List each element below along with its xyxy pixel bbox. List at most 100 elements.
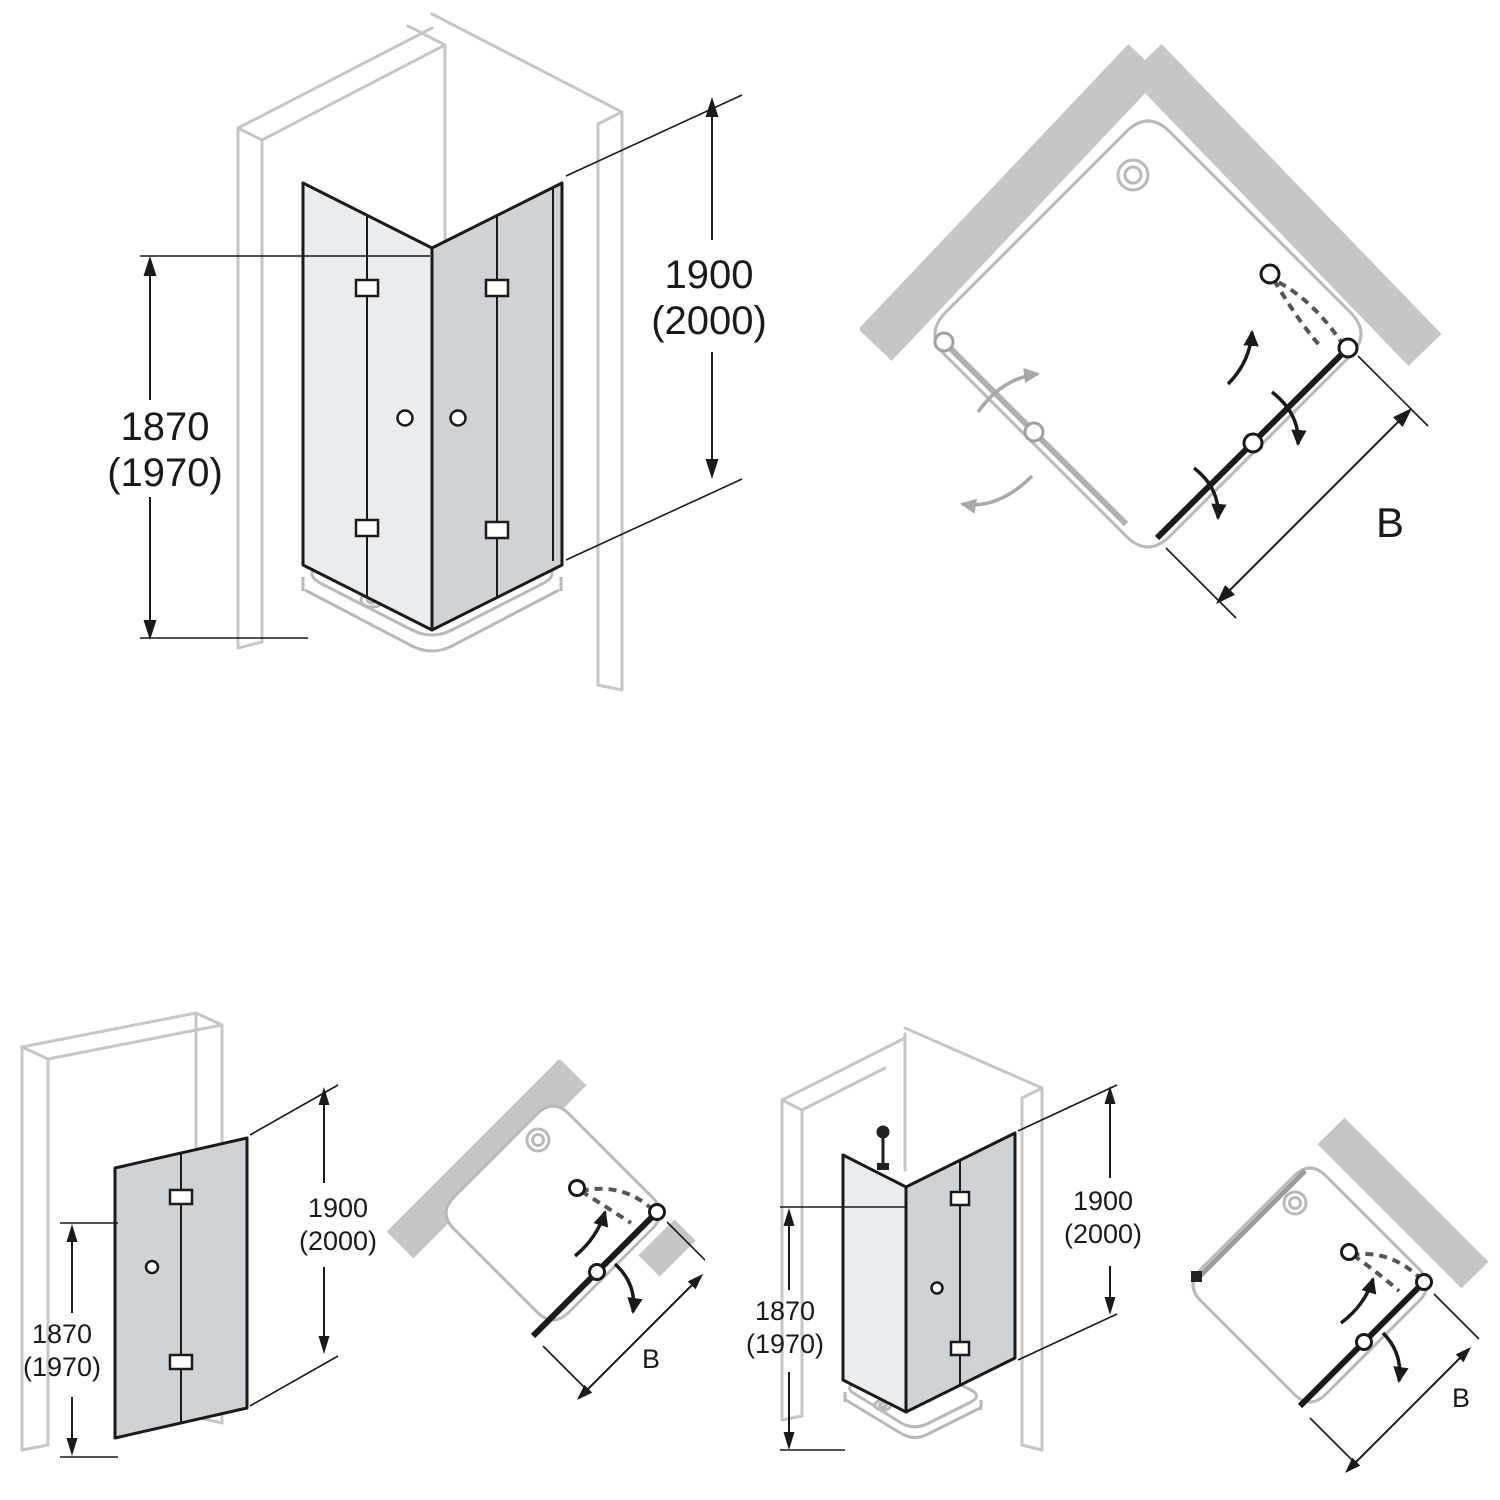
hinge-point [1340, 1243, 1358, 1261]
width-dimension: B [1165, 355, 1429, 619]
swing-arrow-icon [573, 1209, 609, 1258]
height-label-alt: (2000) [1064, 1219, 1142, 1249]
arrowhead-icon [687, 1274, 703, 1290]
height-label-primary: 1870 [121, 405, 210, 449]
drain-icon [1116, 158, 1150, 192]
door-knob [396, 409, 414, 427]
arrowhead-icon [1345, 1457, 1361, 1473]
folding-door-left [301, 181, 434, 632]
arrowhead-icon [1104, 1086, 1116, 1104]
arrowhead-icon [66, 1438, 78, 1456]
width-dimension: B [1309, 1293, 1480, 1473]
folding-door [904, 1131, 1017, 1414]
hinge-point [1355, 1333, 1373, 1351]
fixed-side-panel [1191, 1169, 1307, 1282]
wall-frame [236, 12, 624, 692]
wall-stub [638, 1219, 696, 1277]
hinge-point [588, 1263, 606, 1281]
arrowhead-icon [66, 1224, 78, 1242]
hinge-point [568, 1179, 586, 1197]
hinge-point [1415, 1273, 1433, 1291]
arrowhead-icon [143, 256, 157, 276]
hinge [949, 1190, 971, 1207]
fixed-side-panel [841, 1125, 908, 1414]
panel-fitting [1191, 1271, 1202, 1282]
shower-tray [444, 1104, 662, 1322]
swing-arrow-icon [976, 367, 1041, 414]
height-label-alt: (2000) [651, 299, 767, 343]
folding-door [1297, 1243, 1433, 1409]
hand-shower-icon [876, 1125, 890, 1170]
width-label: B [642, 1344, 660, 1374]
door-knob [449, 409, 467, 427]
height-label-alt: (2000) [299, 1226, 377, 1256]
hinge-point [1023, 421, 1045, 443]
swing-arrow-icon [959, 474, 1034, 514]
arrowhead-icon [1216, 585, 1235, 604]
hinge [484, 278, 510, 298]
height-label-primary: 1900 [1073, 1186, 1133, 1216]
width-dimension: B [542, 1221, 705, 1400]
wall-frame [780, 1026, 1044, 1452]
folding-door-primary [1154, 263, 1359, 541]
width-label: B [1376, 499, 1404, 546]
arrowhead-icon [1393, 408, 1412, 427]
folded-position [580, 1186, 655, 1212]
folding-door-secondary [933, 331, 1129, 527]
folded-position [1272, 278, 1324, 350]
hinge [484, 520, 510, 540]
walls [1317, 1117, 1489, 1289]
swing-arrow-icon [1339, 1276, 1377, 1325]
width-label: B [1452, 1383, 1470, 1413]
arrowhead-icon [318, 1336, 330, 1354]
swing-arrow-icon [1270, 390, 1307, 447]
hinge-point [648, 1203, 666, 1221]
swing-arrow-icon [1226, 329, 1259, 386]
drain-icon [1282, 1190, 1308, 1216]
hinge-point [1259, 263, 1281, 285]
corner-entry-plan-diagram: B [860, 44, 1442, 619]
walls [386, 1060, 696, 1277]
arrowhead-icon [705, 459, 719, 479]
folded-position [1352, 1252, 1424, 1282]
hinge-point [1337, 337, 1359, 359]
hinge [354, 278, 380, 298]
height-label-primary: 1900 [308, 1193, 368, 1223]
arrowhead-icon [783, 1208, 795, 1226]
door-knob [930, 1281, 944, 1295]
swing-arrow-icon [613, 1262, 643, 1315]
drain-icon [525, 1127, 551, 1153]
height-label-primary: 1870 [32, 1319, 92, 1349]
arrowhead-icon [783, 1432, 795, 1450]
hinge [354, 518, 380, 538]
arrowhead-icon [318, 1087, 330, 1105]
single-door-isometric-diagram: 1870 (1970) 1900 (2000) [20, 1011, 377, 1458]
height-label-primary: 1870 [755, 1296, 815, 1326]
height-dimension-right: 1900 (2000) [565, 94, 767, 561]
folded-position [1351, 1253, 1401, 1293]
swing-arrow-icon [1192, 466, 1227, 521]
corner-entry-isometric-diagram: 1870 (1970) 1900 (2000) [107, 12, 767, 692]
arrowhead-icon [705, 97, 719, 117]
arrowhead-icon [577, 1384, 593, 1400]
folding-door [530, 1179, 666, 1339]
hinge [168, 1353, 194, 1371]
height-dimension-right: 1900 (2000) [249, 1084, 377, 1407]
folded-position [1273, 278, 1346, 348]
height-dimension-left: 1870 (1970) [23, 1222, 118, 1458]
height-dimension-left: 1870 (1970) [107, 255, 430, 640]
hinge-point [1242, 432, 1264, 454]
folded-position [579, 1189, 633, 1225]
folding-door [113, 1136, 249, 1440]
door-knob [144, 1259, 160, 1275]
arrowhead-icon [1455, 1347, 1471, 1363]
arrowhead-icon [143, 620, 157, 640]
swing-arrow-icon [1381, 1331, 1409, 1384]
height-label-alt: (1970) [23, 1352, 101, 1382]
arrowhead-icon [1104, 1297, 1116, 1315]
height-label-primary: 1900 [665, 253, 754, 297]
hinge [168, 1188, 194, 1206]
height-dimension-right: 1900 (2000) [1017, 1084, 1142, 1361]
folding-door-right [430, 181, 564, 632]
